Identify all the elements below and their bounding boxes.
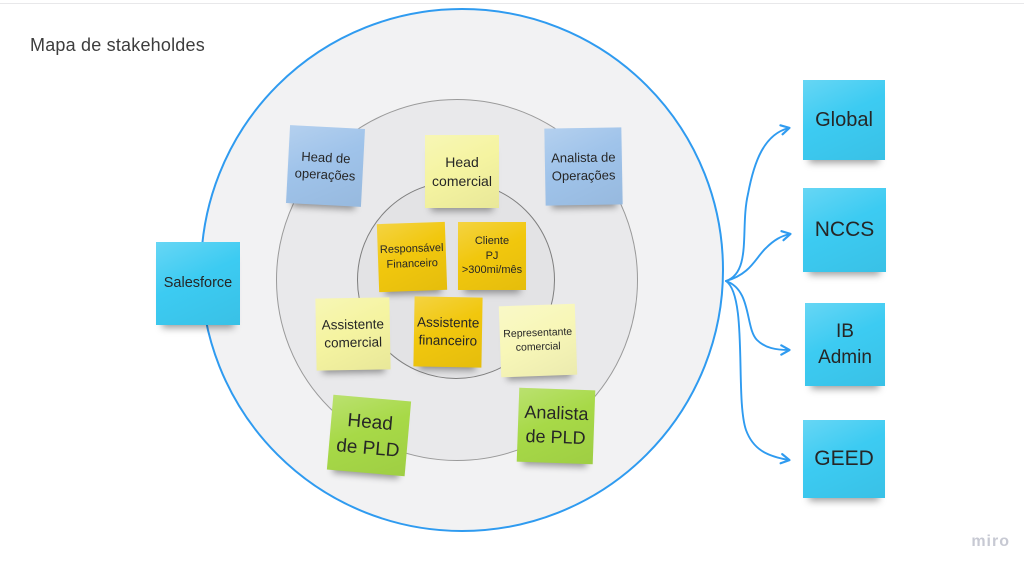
sticky-note-label: IB Admin <box>818 321 872 368</box>
sticky-note-analista-de-pld[interactable]: Analista de PLD <box>516 387 596 465</box>
sticky-note-responsavel-financeiro[interactable]: Responsável Financeiro <box>376 221 448 293</box>
sticky-note-salesforce[interactable]: Salesforce <box>156 242 240 325</box>
sticky-note-head-comercial[interactable]: Head comercial <box>425 135 499 208</box>
frame-top-edge <box>0 3 1024 4</box>
board-title[interactable]: Mapa de stakeholdes <box>30 35 205 55</box>
sticky-note-label: Salesforce <box>163 274 233 291</box>
sticky-note-ib-admin[interactable]: IB Admin <box>805 303 885 386</box>
sticky-note-geed[interactable]: GEED <box>803 420 885 498</box>
sticky-note-representante-comercial[interactable]: Representante comercial <box>498 303 578 378</box>
sticky-note-head-de-operacoes[interactable]: Head de operações <box>286 125 365 207</box>
sticky-note-assistente-financeiro[interactable]: Assistente financeiro <box>413 296 483 368</box>
sticky-note-head-de-pld[interactable]: Head de PLD <box>326 394 412 477</box>
sticky-note-label: GEED <box>814 447 874 471</box>
connector-to-geed[interactable] <box>725 280 791 465</box>
sticky-note-analista-de-operacoes[interactable]: Analista de Operações <box>544 127 623 206</box>
sticky-note-label: Cliente PJ >300mi/mês <box>461 235 523 277</box>
sticky-note-assistente-comercial[interactable]: Assistente comercial <box>315 297 391 371</box>
connector-to-nccs[interactable] <box>725 230 792 282</box>
sticky-note-label: Analista de PLD <box>524 402 589 449</box>
connector-to-global[interactable] <box>725 124 791 282</box>
sticky-note-label: Head de PLD <box>335 410 401 462</box>
sticky-note-nccs[interactable]: NCCS <box>803 188 886 272</box>
sticky-note-label: Assistente financeiro <box>416 314 480 349</box>
sticky-note-cliente-pj[interactable]: Cliente PJ >300mi/mês <box>458 222 526 290</box>
sticky-note-label: Head de operações <box>294 148 356 184</box>
sticky-note-label: Analista de Operações <box>551 149 616 184</box>
sticky-note-label: NCCS <box>814 218 875 242</box>
sticky-note-label: Global <box>815 108 873 131</box>
sticky-note-label: Representante comercial <box>503 325 573 354</box>
connector-to-ib-admin[interactable] <box>725 280 791 356</box>
sticky-note-global[interactable]: Global <box>803 80 885 160</box>
sticky-note-label: Head comercial <box>432 154 492 189</box>
sticky-note-label: Responsável Financeiro <box>379 242 444 271</box>
miro-watermark: miro <box>971 533 1010 550</box>
sticky-note-label: Assistente comercial <box>321 316 385 351</box>
